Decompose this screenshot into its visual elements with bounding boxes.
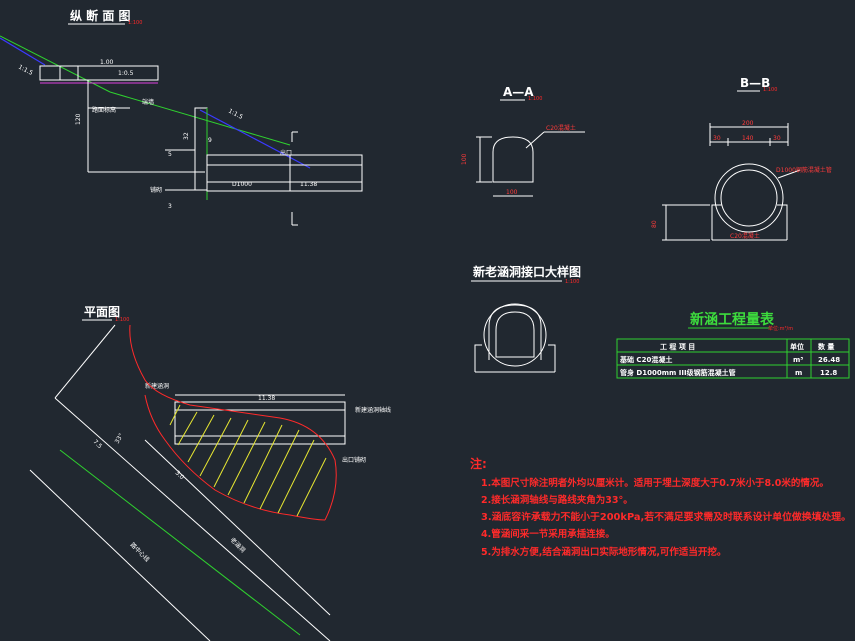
table-subtitle: 单位:m³/m xyxy=(768,325,793,332)
profile-pipe-label: D1000 xyxy=(232,181,252,188)
table-row-0-unit: m³ xyxy=(793,356,803,364)
section-aa-callout: C20混凝土 xyxy=(546,124,576,132)
table-header-unit: 单位 xyxy=(790,342,804,351)
profile-paving: 铺砌 xyxy=(150,186,162,194)
dim-120: 120 xyxy=(75,113,82,125)
profile-outlet: 出口 xyxy=(280,149,292,157)
plan-dim-b: 3.0 xyxy=(174,469,186,481)
note-5: 5.为排水方便,结合涵洞出口实际地形情况,可作适当开挖。 xyxy=(481,546,726,558)
profile-road-label: 路面标高 xyxy=(92,106,116,114)
table-row-1-item: 管身 D1000mm III级钢筋混凝土管 xyxy=(620,368,736,377)
section-aa-title: A—A xyxy=(503,85,534,99)
plan-length: 11.38 xyxy=(258,395,275,402)
table-row-0-qty: 26.48 xyxy=(818,356,840,364)
note-4: 4.管涵间采一节采用承插连接。 xyxy=(481,528,615,540)
plan-view: 平面图 1:100 7.5 33° 3.0 路中心线 老涵洞 11.38 新建涵… xyxy=(29,305,391,641)
section-bb-width: 200 xyxy=(742,120,754,127)
section-bb-callout: D1000钢筋混凝土管 xyxy=(776,166,832,174)
plan-paving: 出口铺砌 xyxy=(342,456,366,464)
plan-angle: 33° xyxy=(114,432,125,445)
slope-right-label: 1:1.5 xyxy=(227,108,244,121)
detail-scale: 1:100 xyxy=(565,279,579,285)
dim-5: 5 xyxy=(168,151,172,158)
section-bb-base-callout: C20混凝土 xyxy=(730,232,760,240)
plan-scale: 1:100 xyxy=(115,317,129,323)
slope-left-label: 1:1.5 xyxy=(17,64,34,77)
table-header-qty: 数 量 xyxy=(818,342,834,351)
note-1: 1.本图尺寸除注明者外均以厘米计。适用于埋土深度大于0.7米小于8.0米的情况。 xyxy=(481,477,829,489)
wall-label: 端墙 xyxy=(142,98,154,106)
table-row-1-unit: m xyxy=(795,369,802,377)
note-3: 3.涵底容许承载力不能小于200kPa,若不满足要求需及时联系设计单位做换填处理… xyxy=(481,511,851,523)
notes-heading: 注: xyxy=(470,456,487,471)
plan-title: 平面图 xyxy=(84,305,120,319)
profile-title: 纵 断 面 图 xyxy=(70,8,131,23)
table-header-item: 工 程 项 目 xyxy=(660,342,695,351)
section-aa-view: A—A 1:100 100 100 C20混凝土 xyxy=(461,85,585,197)
section-bb-dim-b: 140 xyxy=(742,135,754,142)
dim-32: 32 xyxy=(183,132,190,140)
table-title: 新涵工程量表 xyxy=(690,311,775,328)
table-row-1-qty: 12.8 xyxy=(820,369,837,377)
profile-view: 纵 断 面 图 1:100 1:1.5 1:1.5 1.00 1:0.5 路面标… xyxy=(0,8,363,226)
section-aa-scale: 1:100 xyxy=(528,96,542,102)
elev-top: 1.00 xyxy=(100,59,114,66)
section-bb-title: B—B xyxy=(740,76,770,90)
section-aa-width: 100 xyxy=(506,189,518,196)
profile-length: 11.38 xyxy=(300,181,317,188)
plan-road-center: 路中心线 xyxy=(129,541,152,564)
section-bb-view: B—B 1:100 200 30 140 30 80 D1000钢筋混凝土管 C… xyxy=(651,76,832,241)
plan-dim-a: 7.5 xyxy=(92,438,104,450)
plan-new-culvert: 新建涵洞 xyxy=(145,382,169,390)
profile-scale: 1:100 xyxy=(128,20,142,26)
plan-old-culvert: 老涵洞 xyxy=(229,536,247,554)
dim-9: 9 xyxy=(208,137,212,144)
note-2: 2.接长涵洞轴线与路线夹角为33°。 xyxy=(481,494,633,506)
dim-3: 3 xyxy=(168,203,172,210)
quantity-table: 新涵工程量表 单位:m³/m 工 程 项 目 单位 数 量 基础 C20混凝土 … xyxy=(616,311,850,379)
detail-view: 新老涵洞接口大样图 1:100 xyxy=(471,264,581,373)
plan-new-axis: 新建涵洞轴线 xyxy=(355,406,391,414)
detail-title: 新老涵洞接口大样图 xyxy=(473,264,581,279)
section-bb-dim-c: 30 xyxy=(773,135,781,142)
table-row-0-item: 基础 C20混凝土 xyxy=(619,355,672,364)
elev-mid: 1:0.5 xyxy=(118,70,134,77)
section-bb-dim-a: 30 xyxy=(713,135,721,142)
notes-block: 注: 1.本图尺寸除注明者外均以厘米计。适用于埋土深度大于0.7米小于8.0米的… xyxy=(470,456,851,558)
section-bb-height: 80 xyxy=(651,220,658,228)
section-aa-height: 100 xyxy=(461,153,468,165)
section-bb-scale: 1:100 xyxy=(763,87,777,93)
